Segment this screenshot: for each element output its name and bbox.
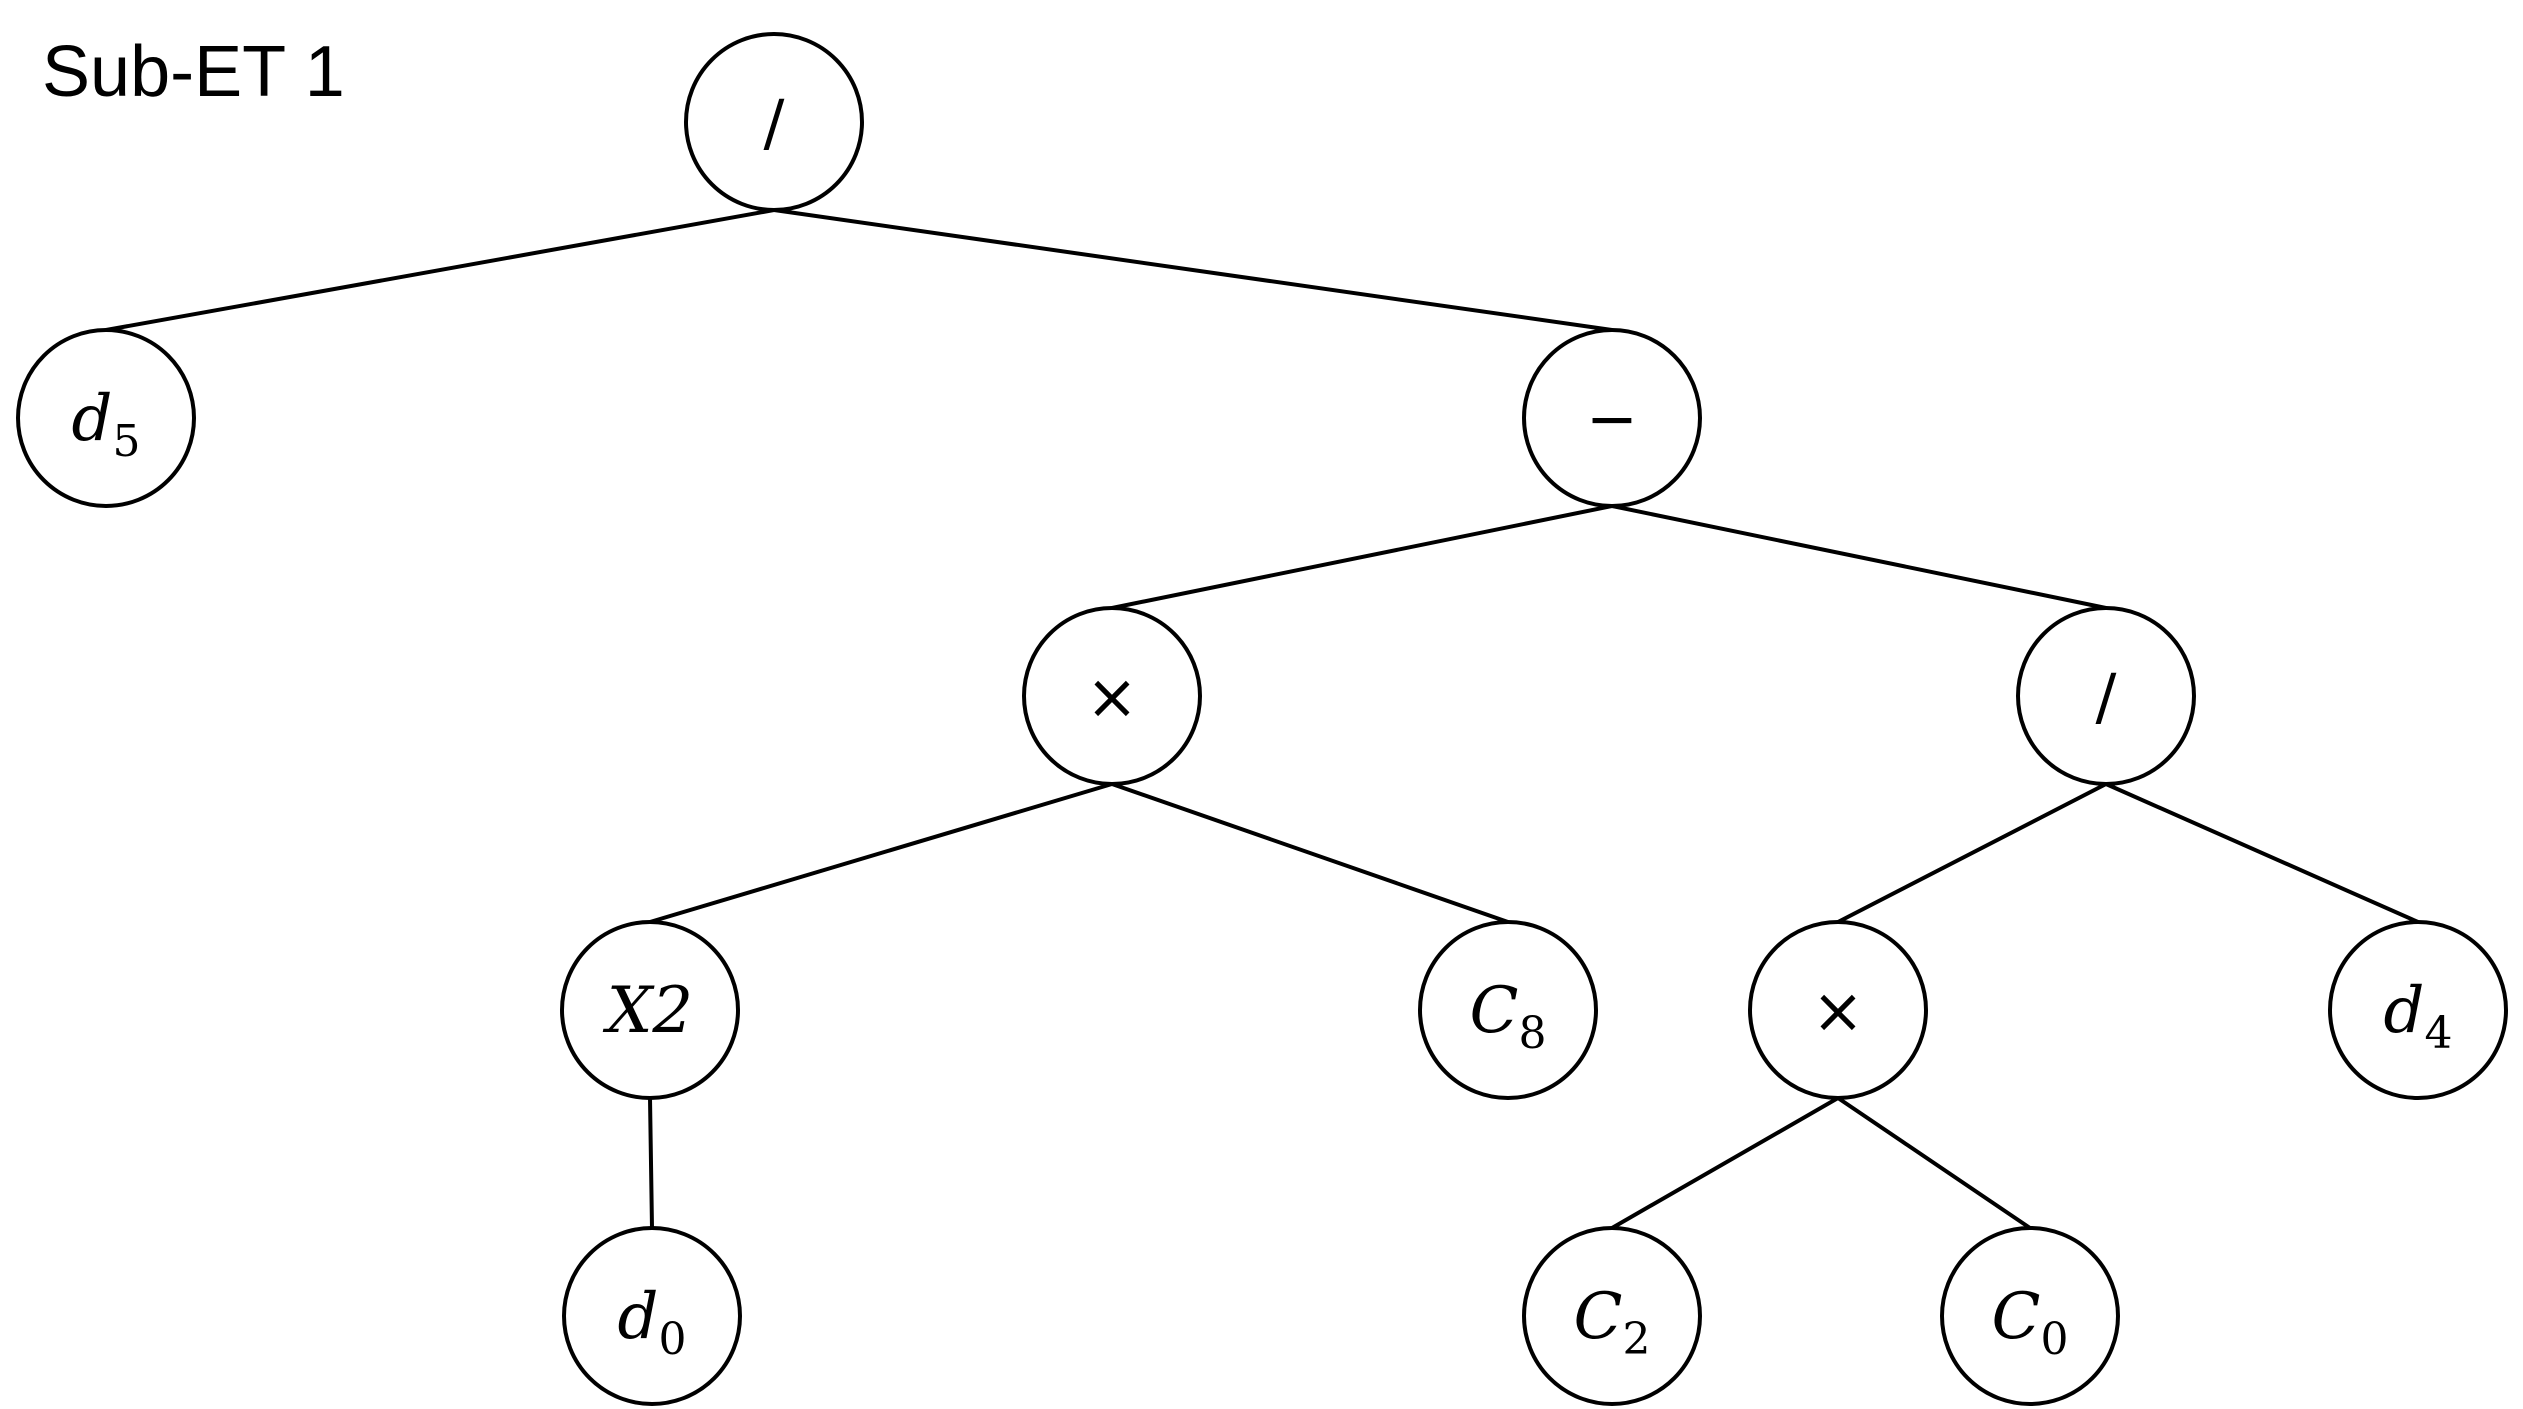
node-circle [1522,1226,1702,1406]
node-label: − [1586,382,1638,455]
tree-edge-n4-n7 [1836,782,2108,924]
node-symbol: × [1812,974,1864,1047]
tree-node-x2: X2 [560,920,740,1100]
node-circle [1022,606,1202,786]
node-label: d5 [72,382,141,467]
node-subscript: 0 [658,1314,686,1365]
tree-edge-n2-n3 [1110,504,1614,610]
node-symbol: − [1586,382,1638,455]
node-circle [560,920,740,1100]
tree-node-d4: d4 [2328,920,2508,1100]
node-symbol: × [1086,660,1138,733]
tree-node-divide: / [2016,606,2196,786]
node-symbol: C [1574,1280,1623,1354]
node-circle [1748,920,1928,1100]
node-symbol: d [618,1280,659,1354]
tree-node-divide: / [684,32,864,212]
node-circle [2016,606,2196,786]
tree-edge-n3-n5 [648,782,1114,924]
node-label: / [764,86,785,159]
node-symbol: X2 [602,974,693,1048]
node-symbol: C [1992,1280,2041,1354]
tree-edge-n0-n2 [772,208,1614,332]
tree-node-c8: C8 [1418,920,1598,1100]
node-circle [1940,1226,2120,1406]
tree-edge-n7-n10 [1610,1096,1840,1230]
node-circle [16,328,196,508]
node-label: d0 [618,1280,687,1365]
tree-edge-n7-n11 [1836,1096,2032,1230]
node-subscript: 8 [1518,1008,1546,1059]
tree-node-multiply: × [1748,920,1928,1100]
node-label: d4 [2384,974,2453,1059]
node-symbol: d [72,382,113,456]
tree-node-c0: C0 [1940,1226,2120,1406]
node-subscript: 4 [2424,1008,2452,1059]
node-label: C2 [1574,1280,1651,1365]
node-circle [562,1226,742,1406]
node-circle [1522,328,1702,508]
node-subscript: 0 [2040,1314,2068,1365]
node-subscript: 5 [112,416,140,467]
tree-edges [104,208,2420,1230]
node-label: C0 [1992,1280,2069,1365]
tree-edge-n4-n8 [2104,782,2420,924]
node-symbol: / [764,86,785,159]
node-circle [1418,920,1598,1100]
tree-node-multiply: × [1022,606,1202,786]
tree-edge-n5-n9 [648,1096,654,1230]
node-subscript: 2 [1622,1314,1650,1365]
node-label: × [1812,974,1864,1047]
page-title: Sub-ET 1 [42,32,345,112]
tree-edge-n2-n4 [1610,504,2108,610]
node-symbol: C [1470,974,1519,1048]
tree-node-minus: − [1522,328,1702,508]
tree-node-c2: C2 [1522,1226,1702,1406]
tree-node-d0: d0 [562,1226,742,1406]
node-circle [684,32,864,212]
tree-node-d5: d5 [16,328,196,508]
node-circle [2328,920,2508,1100]
node-label: X2 [602,974,693,1048]
node-label: C8 [1470,974,1547,1059]
tree-edge-n0-n1 [104,208,776,332]
node-symbol: d [2384,974,2425,1048]
node-symbol: / [2096,660,2117,733]
node-label: / [2096,660,2117,733]
tree-edge-n3-n6 [1110,782,1510,924]
node-label: × [1086,660,1138,733]
